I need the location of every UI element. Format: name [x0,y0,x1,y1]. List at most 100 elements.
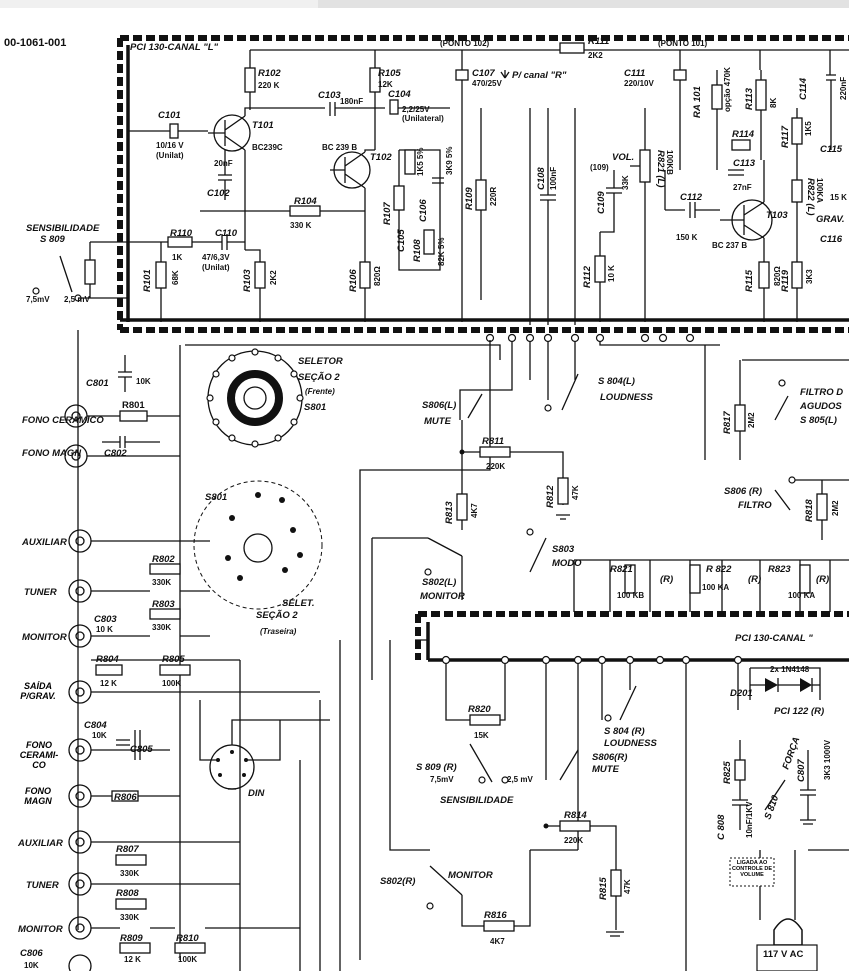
resistor-r108 [423,229,435,255]
c110-label: C110 [215,228,238,239]
c807-label: C807 [796,759,807,782]
s804r-label: S 804 (R) [604,726,645,737]
switch-s803[interactable] [529,537,547,573]
traseira-label: (Traseira) [260,627,297,636]
resistor-r803 [149,608,181,620]
r805-label: R805 [162,654,185,665]
c104-value: 2,2/25V [402,105,430,114]
ponto-102: (PONTO 102) [440,39,490,48]
switch-s810-power[interactable] [764,779,786,811]
c106-label: C106 [418,199,429,222]
r-mark-1: (R) [660,574,673,585]
aux-label: AUXILIAR [21,537,67,548]
r115-label: R115 [744,269,755,292]
resistor-r807 [115,854,147,866]
r815-value: 47K [623,879,632,894]
jack-monitor[interactable] [68,624,92,648]
switch-s802-right[interactable] [429,865,463,896]
connector-points-row [485,333,695,343]
r102-value: 220 K [258,81,280,90]
r815-label: R815 [598,877,609,900]
jack-fono-magn-2[interactable] [68,784,92,808]
resistor-r106 [359,261,371,289]
t102-label: T102 [370,152,392,163]
r818-value: 2M2 [831,500,840,516]
resistor-r808 [115,898,147,910]
r821r-value: 100 KB [617,591,644,600]
jack-auxiliar[interactable] [68,529,92,553]
viewer-top-bar [0,0,849,8]
r813-value: 4K7 [470,503,479,518]
jack-saida-grav[interactable] [68,680,92,704]
potentiometer-r822-left [791,179,803,203]
jack-fono-ceramico-2[interactable] [68,738,92,762]
selet-label: SELET. [282,598,315,609]
potentiometer-r823[interactable] [799,564,811,594]
r112-label: R112 [582,265,593,288]
r817-label: R817 [722,411,733,434]
c101-label: C101 [158,110,181,121]
switch-s804-left[interactable] [561,373,579,411]
resistor-r816 [483,920,515,932]
modo-label: MODO [552,558,582,569]
t101-label: T101 [252,120,274,131]
switch-s806-left[interactable] [467,393,483,419]
r111-label: R111 [588,36,609,47]
resistor-r806 [111,790,139,802]
c806-label: C806 [20,948,43,959]
monitor-label: MONITOR [420,591,465,602]
s805r-label: S806 (R) [724,486,762,497]
switch-s806-right[interactable] [559,749,579,781]
jack-auxiliar-2[interactable] [68,830,92,854]
tuner2-label: TUNER [26,880,59,891]
c804-value: 10K [92,731,107,740]
selector-s801-front[interactable] [206,348,304,448]
switch-s804-right[interactable] [619,685,637,721]
r814-value: 220K [564,836,583,845]
r821-label: R821 (L) [655,150,666,187]
switch-s802-left[interactable] [427,537,463,557]
ponto-101: (PONTO 101) [658,39,708,48]
seletor-label: SELETOR [298,356,343,367]
schematic-code: 00-1061-001 [4,37,66,49]
r808-label: R808 [116,888,139,899]
c103-label: C103 [318,90,341,101]
c802-label: C802 [104,448,127,459]
r822-value: 100KA [815,178,824,203]
switch-s809[interactable] [59,241,128,298]
s809r-label: S 809 (R) [416,762,457,773]
r821-value: 100KB [665,150,674,175]
jack-tuner[interactable] [68,579,92,603]
pci122-label: PCI 122 (R) [774,706,824,717]
capacitor-c101 [169,123,179,139]
jack-monitor-2[interactable] [68,916,92,940]
selector-s801-rear[interactable] [193,480,323,610]
r804-label: R804 [96,654,119,665]
potentiometer-r821-right[interactable] [624,564,636,594]
r803-label: R803 [152,599,175,610]
c102-label: C102 [207,188,230,199]
s810-label: S 810 [762,793,781,821]
capacitor-c107 [455,69,469,81]
resistor-r801 [119,410,148,422]
r117-value: 1K5 [804,121,813,136]
s806r-label: S806(R) [592,752,627,763]
jack-partial-bottom[interactable] [68,954,92,971]
c805-label: C805 [130,744,153,755]
c803-value: 10 K [96,625,113,634]
jack-tuner-2[interactable] [68,872,92,896]
din-connector[interactable] [209,744,255,790]
s809-label: S 809 [40,234,66,245]
t103-type: BC 237 B [712,241,747,250]
agudos-label: AGUDOS [799,401,842,412]
switch-s809-right[interactable] [469,743,493,783]
r103-label: R103 [242,269,253,292]
resistor-r109 [475,179,487,211]
sens2-75mv: 7,5mV [430,775,454,784]
r809-value: 12 K [124,955,141,964]
c102-value: 20nF [214,159,233,168]
r116-value: 15 K [830,193,847,202]
grav-label: GRAV. [816,214,845,225]
r822-label: R822 (L) [805,178,816,215]
potentiometer-r822-right[interactable] [689,564,701,594]
